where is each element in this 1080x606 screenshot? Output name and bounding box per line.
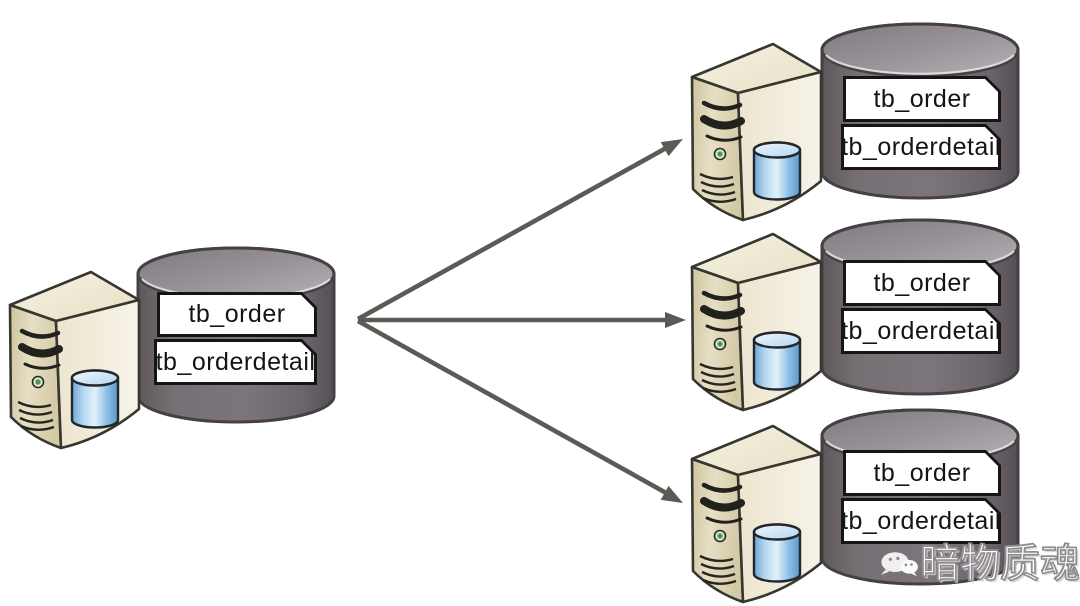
table-label: tb_order <box>846 453 998 493</box>
arrow-to-shard-3 <box>356 318 683 503</box>
source-table-box-tb-orderdetail: tb_orderdetail <box>154 339 317 385</box>
table-label: tb_orderdetail <box>157 342 314 382</box>
shard-2-table-box-tb-order: tb_order <box>843 260 1001 306</box>
shard-1-table-box-tb-orderdetail: tb_orderdetail <box>841 124 1001 170</box>
arrow-to-shard-1 <box>356 139 683 322</box>
source-table-box-tb-order: tb_order <box>157 292 317 337</box>
table-label: tb_orderdetail <box>844 127 998 167</box>
shard-3-db-cylinder <box>820 408 1020 586</box>
table-label: tb_orderdetail <box>844 501 998 541</box>
shard-3-table-box-tb-orderdetail: tb_orderdetail <box>841 498 1001 544</box>
shard-3-server-icon <box>692 426 821 602</box>
shard-2-table-box-tb-orderdetail: tb_orderdetail <box>841 308 1001 354</box>
shard-1-server-icon <box>692 44 821 220</box>
table-label: tb_orderdetail <box>844 311 998 351</box>
arrow-to-shard-2 <box>358 312 686 328</box>
fan-out-arrows <box>356 139 686 503</box>
shard-2-db-cylinder <box>820 218 1020 396</box>
shard-2-server-icon <box>692 234 821 410</box>
source-server-icon <box>10 272 139 448</box>
shard-1-table-box-tb-order: tb_order <box>843 76 1001 122</box>
table-label: tb_order <box>846 79 998 119</box>
shard-3-table-box-tb-order: tb_order <box>843 450 1001 496</box>
table-label: tb_order <box>160 295 314 334</box>
table-label: tb_order <box>846 263 998 303</box>
